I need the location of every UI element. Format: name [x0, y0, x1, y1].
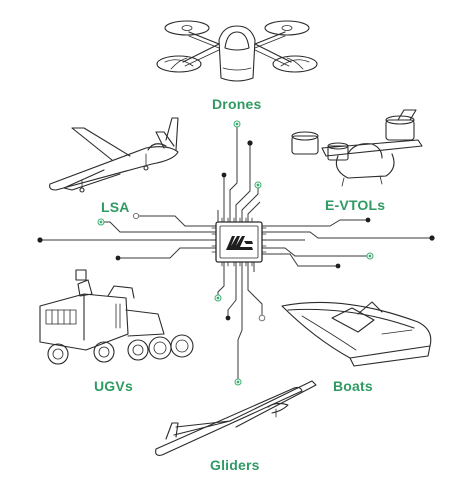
boat-illustration	[281, 301, 432, 367]
glider-illustration	[155, 380, 317, 456]
evtols-label: E-VTOLs	[325, 197, 386, 213]
ugvs-label: UGVs	[94, 378, 133, 394]
ugv-vehicle-illustration	[39, 269, 194, 365]
processor-chip	[211, 217, 267, 267]
circuit-traces	[40, 124, 432, 382]
drones-label: Drones	[212, 96, 262, 112]
trace-endpoints	[37, 120, 435, 386]
company-logo-icon	[226, 236, 253, 250]
gliders-label: Gliders	[210, 457, 260, 473]
boats-label: Boats	[333, 378, 373, 394]
lsa-airplane-illustration	[49, 117, 179, 193]
drone-illustration	[156, 20, 318, 82]
lsa-label: LSA	[101, 199, 130, 215]
evtol-aircraft-illustration	[291, 109, 423, 187]
